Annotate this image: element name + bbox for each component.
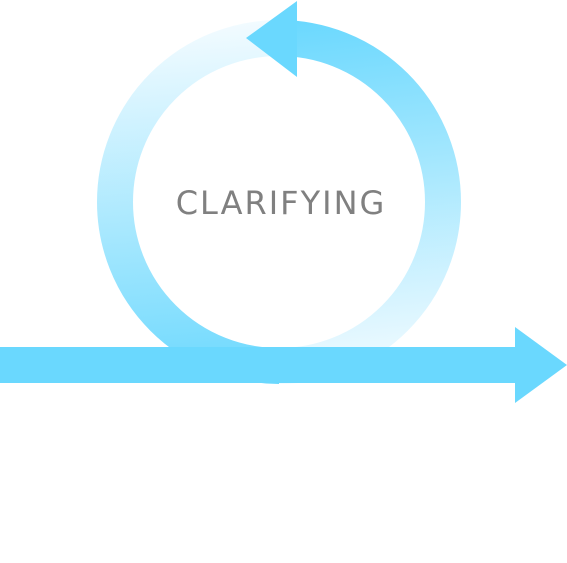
forward-arrow-shaft — [0, 347, 517, 383]
cycle-arrowhead-icon — [246, 1, 297, 77]
forward-arrowhead-icon — [515, 327, 567, 403]
cycle-label: CLARIFYING — [176, 184, 387, 222]
